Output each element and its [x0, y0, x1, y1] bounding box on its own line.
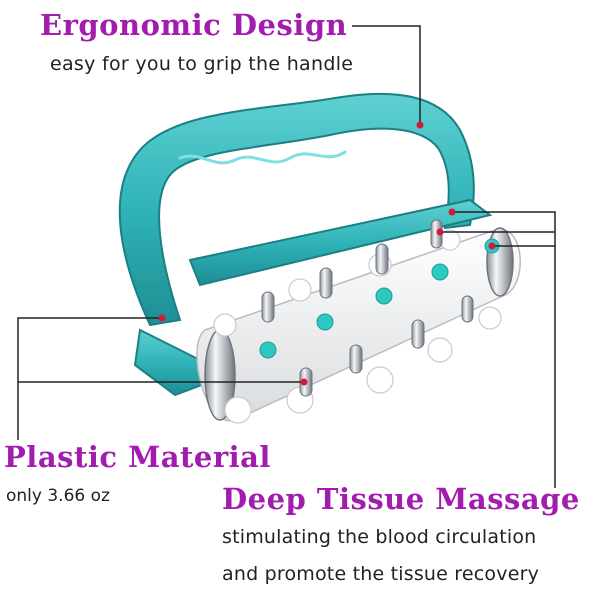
plastic-material-description: only 3.66 oz: [6, 486, 110, 506]
pointer-lines: [17, 25, 556, 488]
chrome-end-cap-right: [486, 227, 514, 297]
ergonomic-design-description: easy for you to grip the handle: [50, 53, 354, 75]
chrome-nodes: [261, 219, 474, 397]
roller: [196, 219, 521, 424]
pointer-dots: [158, 121, 496, 386]
plastic-material-heading: Plastic Material: [4, 440, 271, 474]
deep-tissue-description-line1: stimulating the blood circulation: [222, 526, 537, 548]
ergonomic-design-heading: Ergonomic Design: [40, 8, 348, 42]
deep-tissue-massage-heading: Deep Tissue Massage: [222, 482, 580, 516]
deep-tissue-description-line2: and promote the tissue recovery: [222, 563, 540, 585]
handle: [118, 92, 493, 397]
